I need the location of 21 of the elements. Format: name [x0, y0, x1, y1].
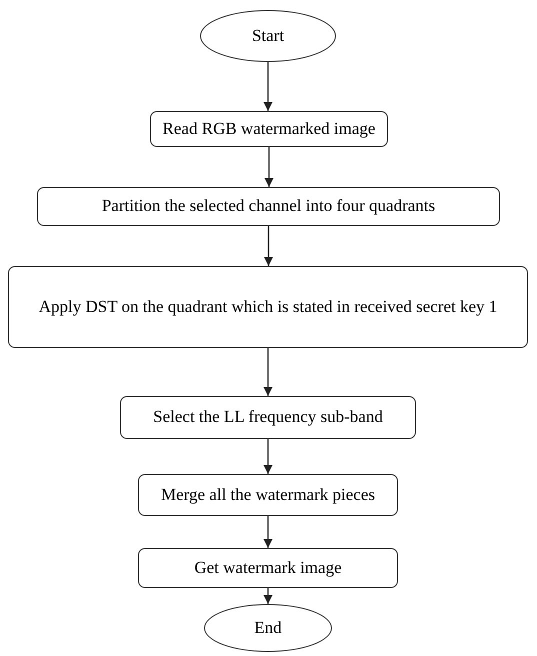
process-box [150, 111, 388, 147]
node-text: End [253, 616, 283, 639]
node-text: Partition the selected channel into four quadrants [100, 195, 436, 218]
process-box [138, 548, 398, 588]
arrow [264, 62, 272, 111]
process-box [138, 474, 398, 516]
node-text: Select the LL frequency sub-band [152, 406, 384, 428]
process-box [37, 187, 500, 226]
node-text: Get watermark image [193, 556, 343, 579]
arrow [264, 226, 273, 266]
arrow [264, 588, 272, 604]
arrow [264, 516, 272, 548]
node-text: Read RGB watermarked image [162, 118, 376, 140]
arrow [264, 439, 272, 474]
node-text: Start [250, 24, 286, 47]
process-box [120, 396, 416, 439]
node-text: Merge all the watermark pieces [160, 484, 376, 506]
node-text: Apply DST on the quadrant which is stated in received secret key 1 [38, 296, 498, 318]
arrow [264, 348, 272, 396]
process-box [8, 266, 528, 348]
arrow [264, 147, 274, 187]
